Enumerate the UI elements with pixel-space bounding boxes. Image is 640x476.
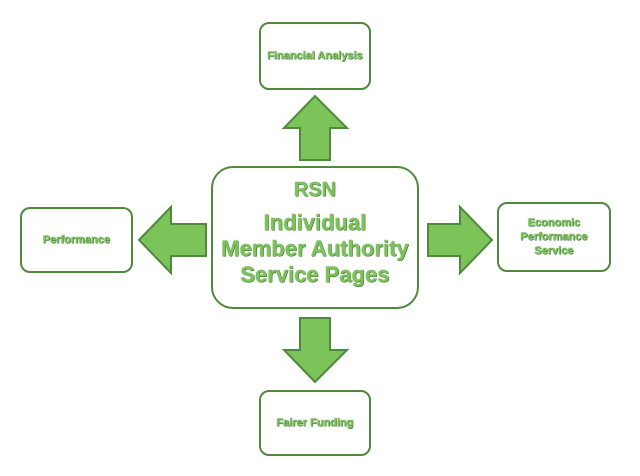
node-fairer-funding: Fairer Funding <box>259 390 371 456</box>
node-financial-analysis: Financial Analysis <box>259 22 371 90</box>
center-line-1: Individual <box>263 210 367 235</box>
node-financial-analysis-label: Financial Analysis <box>267 50 363 62</box>
node-performance-label: Performance <box>42 234 111 246</box>
node-econ-line-1: Economic <box>527 217 581 229</box>
node-economic-performance-service-label: Economic Performance Service <box>520 216 587 258</box>
node-fairer-funding-label: Fairer Funding <box>276 417 354 429</box>
node-econ-line-2: Performance <box>520 231 588 243</box>
center-node: RSN Individual Member Authority Service … <box>211 166 419 309</box>
center-line-3: Service Pages <box>240 262 390 287</box>
node-economic-performance-service: Economic Performance Service <box>497 202 611 272</box>
node-performance: Performance <box>20 207 133 273</box>
center-title: RSN <box>293 179 337 201</box>
arrow-up <box>281 94 350 161</box>
arrow-down <box>281 317 350 384</box>
arrow-left <box>137 204 207 276</box>
center-line-2: Member Authority <box>221 236 409 261</box>
node-econ-line-3: Service <box>534 245 574 257</box>
arrow-right <box>427 204 494 276</box>
center-body: Individual Member Authority Service Page… <box>221 210 408 288</box>
